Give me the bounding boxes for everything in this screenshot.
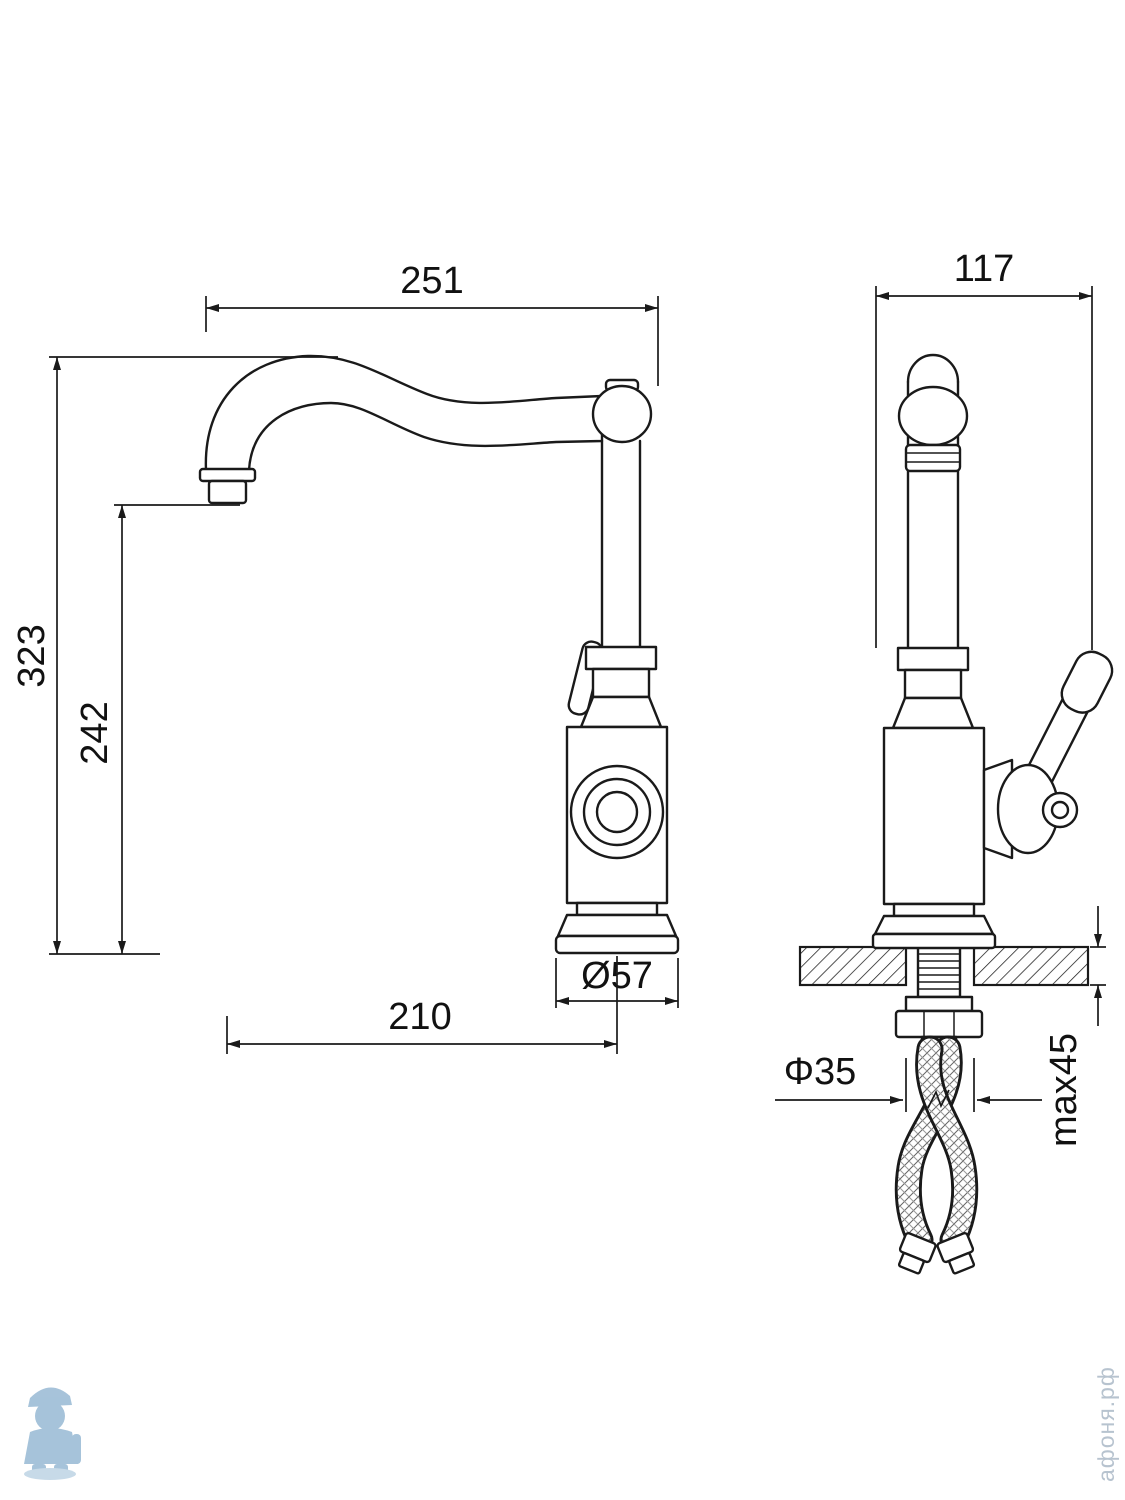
dim-hole-diameter-label: Φ35 — [784, 1051, 857, 1093]
dimension-break-mark — [927, 1089, 950, 1109]
side-base-flange — [873, 914, 995, 936]
dim-spout-reach-label: 210 — [388, 996, 451, 1038]
dim-height-spout-label: 242 — [74, 701, 116, 764]
supply-hoses — [894, 1035, 979, 1275]
dim-body-depth: 117 — [875, 248, 1093, 650]
threaded-shank — [916, 945, 962, 999]
countertop-right — [972, 945, 1090, 987]
front-bell — [579, 695, 663, 729]
dim-height-total-label: 323 — [11, 624, 53, 687]
dim-hole-diameter: Φ35 — [775, 1051, 1042, 1112]
countertop — [798, 945, 1090, 987]
front-column — [600, 439, 642, 649]
dim-height-spout: 242 — [74, 504, 240, 954]
site-watermark: афоня.рф — [1093, 1366, 1119, 1482]
faucet-side-view — [798, 353, 1114, 1275]
dim-spout-length: 251 — [205, 260, 659, 386]
plumber-mascot-icon — [24, 1387, 81, 1480]
side-ring-collar — [904, 443, 962, 473]
handle-cap — [1041, 791, 1079, 829]
handle-grip — [1060, 650, 1114, 714]
dim-height-total: 323 — [11, 356, 338, 955]
faucet-front-view — [198, 354, 680, 955]
dim-counter-thickness: max45 — [1043, 906, 1106, 1147]
side-ball-joint — [897, 385, 969, 447]
side-collar-band — [896, 646, 970, 672]
dimension-annotations: 251 117 323 242 Ø57 — [11, 248, 1106, 1147]
countertop-left — [798, 945, 908, 987]
dim-spout-reach: 210 — [226, 956, 618, 1054]
hose-connector-left — [897, 1232, 937, 1275]
hose-connector-right — [936, 1232, 976, 1275]
spout-nozzle — [207, 479, 248, 505]
front-cap-inner — [595, 790, 639, 834]
side-base-step — [892, 902, 976, 918]
side-base-plate — [871, 932, 997, 950]
spout-collar — [198, 467, 257, 483]
front-spout — [204, 354, 604, 472]
side-bell — [891, 696, 975, 730]
side-neck — [903, 668, 963, 700]
side-body — [882, 726, 986, 906]
dim-body-depth-label: 117 — [954, 248, 1015, 290]
front-base-flange — [556, 913, 678, 938]
side-column-top — [906, 353, 960, 384]
front-neck — [591, 667, 651, 699]
front-collar-band — [584, 645, 658, 671]
side-handle — [982, 650, 1114, 860]
dim-counter-thickness-label: max45 — [1043, 1033, 1085, 1147]
handle-cap-screw — [1050, 800, 1070, 820]
front-base-plate — [554, 934, 680, 955]
front-ball-joint — [591, 384, 653, 444]
dim-spout-length-label: 251 — [400, 260, 463, 302]
front-base-step — [575, 901, 659, 917]
